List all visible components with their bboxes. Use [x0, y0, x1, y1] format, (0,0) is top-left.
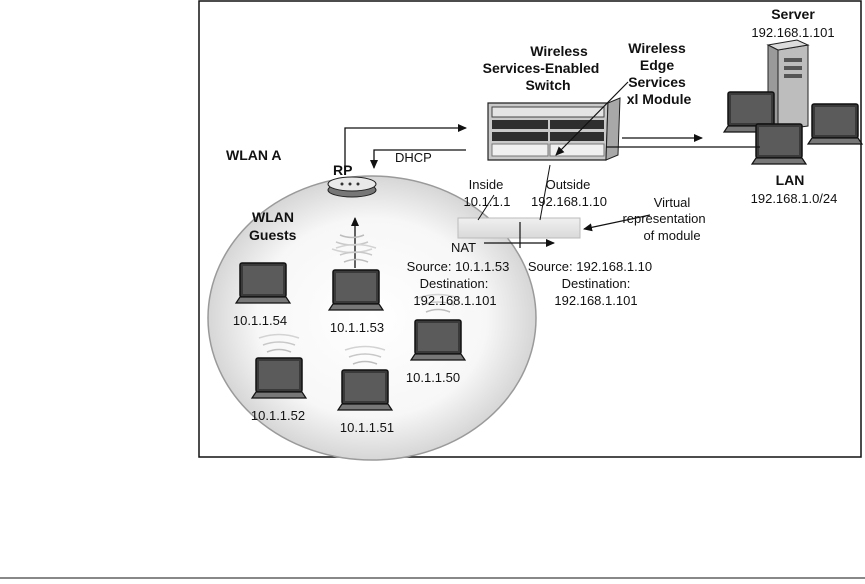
- lan-label: LAN: [776, 172, 805, 188]
- module-label: Services: [628, 74, 686, 90]
- server-label: Server: [771, 6, 815, 22]
- lan-laptop-icon: [807, 103, 863, 145]
- wlan-guests-label: WLAN: [252, 209, 294, 225]
- wlan-a-label: WLAN A: [226, 147, 281, 163]
- lan-laptop-icon: [751, 123, 807, 165]
- outside-pointer-line: [539, 164, 551, 221]
- right-destination-ip-label: 192.168.1.101: [554, 293, 637, 308]
- switch-label: Switch: [525, 77, 570, 93]
- client-ip-label: 10.1.1.52: [251, 408, 305, 423]
- virtual-label: Virtual: [654, 195, 691, 210]
- dhcp-label: DHCP: [395, 150, 432, 165]
- flow-arrow-to-switch: [344, 124, 467, 168]
- inside-label: Inside: [469, 177, 504, 192]
- switch-label: Services-Enabled: [483, 60, 600, 76]
- switch-label: Wireless: [530, 43, 588, 59]
- client-ip-label: 10.1.1.54: [233, 313, 287, 328]
- left-source-label: Source: 10.1.1.53: [407, 259, 510, 274]
- client-laptop-icon: [235, 262, 291, 304]
- switch-chassis-icon: [487, 97, 621, 161]
- virtual-pointer-arrow: [583, 214, 651, 232]
- dhcp-arrow: [370, 149, 466, 169]
- client-laptop-icon: [328, 269, 384, 311]
- virtual-label: of module: [643, 228, 700, 243]
- client-laptop-icon: [410, 319, 466, 361]
- module-label: xl Module: [627, 91, 692, 107]
- left-destination-label: Destination:: [420, 276, 489, 291]
- access-point-icon: [327, 176, 377, 198]
- client-ip-label: 10.1.1.51: [340, 420, 394, 435]
- inside-pointer-line: [477, 194, 495, 221]
- right-source-label: Source: 192.168.1.10: [528, 259, 652, 274]
- module-pointer-arrow: [555, 81, 629, 156]
- module-label: Wireless: [628, 40, 686, 56]
- module-label: Edge: [640, 57, 674, 73]
- right-destination-label: Destination:: [562, 276, 631, 291]
- left-destination-ip-label: 192.168.1.101: [413, 293, 496, 308]
- lan-subnet-label: 192.168.1.0/24: [751, 191, 838, 206]
- outside-ip-label: 192.168.1.10: [531, 194, 607, 209]
- rp-label: RP: [333, 162, 352, 178]
- inside-ip-label: 10.1.1.1: [464, 194, 511, 209]
- client-ip-label: 10.1.1.50: [406, 370, 460, 385]
- virtual-label: representation: [622, 211, 705, 226]
- outside-label: Outside: [546, 177, 591, 192]
- nat-label: NAT: [451, 240, 476, 255]
- client-laptop-icon: [251, 357, 307, 399]
- wlan-guests-label: Guests: [249, 227, 297, 243]
- client-laptop-icon: [337, 369, 393, 411]
- server-ip-label: 192.168.1.101: [751, 25, 834, 40]
- nat-virtual-module-band: [457, 217, 581, 239]
- client-ip-label: 10.1.1.53: [330, 320, 384, 335]
